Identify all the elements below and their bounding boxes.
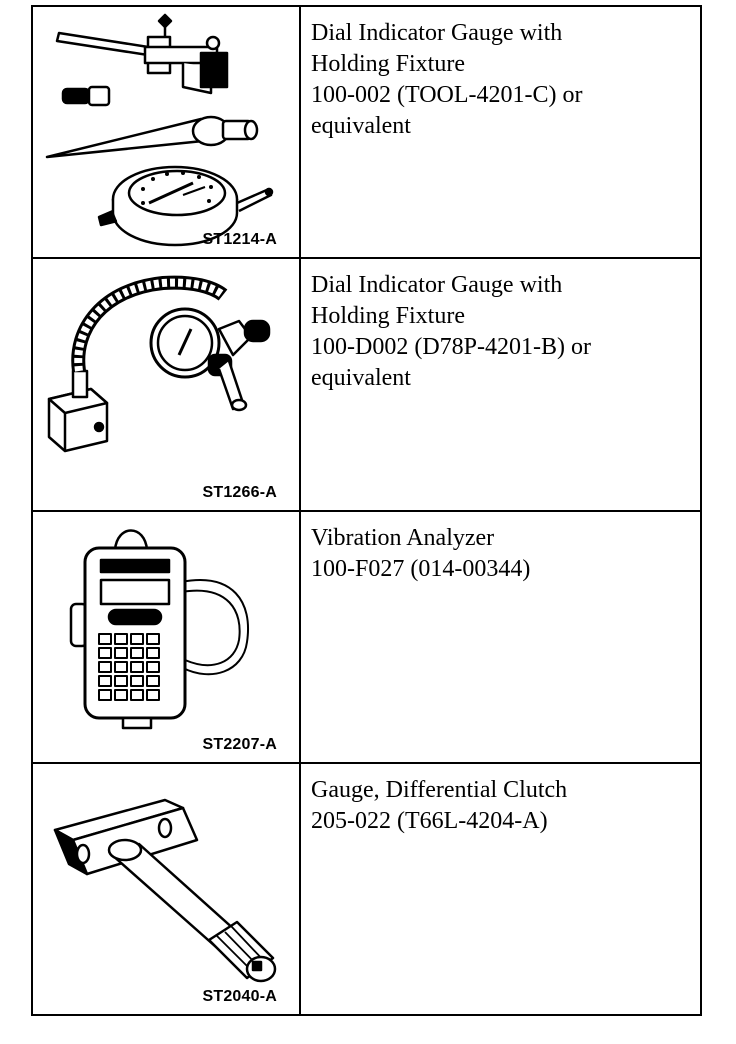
- differential-clutch-gauge-illustration: [53, 798, 277, 982]
- tool-description-cell: Dial Indicator Gauge with Holding Fixtur…: [299, 257, 702, 512]
- tool-description: Vibration Analyzer 100-F027 (014-00344): [301, 512, 700, 585]
- tool-row: ST1266-A Dial Indicator Gauge with Holdi…: [31, 257, 702, 512]
- tool-description-cell: Gauge, Differential Clutch 205-022 (T66L…: [299, 761, 702, 1017]
- tool-name-line: Gauge, Differential Clutch: [311, 776, 568, 803]
- tool-illustration-cell: ST1266-A: [31, 257, 301, 512]
- illustration-code: ST2040-A: [202, 988, 277, 1005]
- tool-number-line: 100-002 (TOOL-4201-C) or: [311, 82, 583, 108]
- dial-indicator-with-magnetic-base-illustration: [47, 275, 271, 453]
- tool-equivalent-line: equivalent: [311, 365, 411, 392]
- tool-description-cell: Vibration Analyzer 100-F027 (014-00344): [299, 509, 702, 764]
- tool-description-cell: Dial Indicator Gauge with Holding Fixtur…: [299, 4, 702, 260]
- tool-row: ST2040-A Gauge, Differential Clutch 205-…: [31, 761, 702, 1017]
- dial-indicator-with-holding-fixture-illustration: [45, 13, 274, 247]
- tool-illustration-cell: ST1214-A: [31, 4, 301, 260]
- tool-equivalent-line: equivalent: [311, 113, 411, 139]
- special-tools-table: ST1214-A Dial Indicator Gauge with Holdi…: [31, 4, 702, 1017]
- tool-row: ST1214-A Dial Indicator Gauge with Holdi…: [31, 4, 702, 260]
- illustration-code: ST1266-A: [202, 483, 277, 501]
- tool-name-line: Holding Fixture: [311, 303, 465, 330]
- tool-name-line: Vibration Analyzer: [311, 524, 495, 551]
- illustration-code: ST1214-A: [202, 231, 277, 249]
- tool-row: ST2207-A Vibration Analyzer 100-F027 (01…: [31, 509, 702, 764]
- tool-number-line: 100-F027 (014-00344): [311, 555, 531, 582]
- tool-description: Dial Indicator Gauge with Holding Fixtur…: [301, 7, 700, 142]
- vibration-analyzer-illustration: [69, 528, 249, 729]
- tool-name-line: Holding Fixture: [311, 51, 465, 77]
- illustration-code: ST2207-A: [202, 735, 277, 753]
- tool-illustration-cell: ST2207-A: [31, 509, 301, 764]
- tool-description: Dial Indicator Gauge with Holding Fixtur…: [301, 259, 700, 394]
- tool-number-line: 205-022 (T66L-4204-A): [311, 807, 548, 834]
- tool-description: Gauge, Differential Clutch 205-022 (T66L…: [301, 764, 700, 837]
- tool-number-line: 100-D002 (D78P-4201-B) or: [311, 334, 591, 361]
- tool-name-line: Dial Indicator Gauge with: [311, 20, 563, 46]
- tool-name-line: Dial Indicator Gauge with: [311, 272, 563, 299]
- tool-illustration-cell: ST2040-A: [31, 761, 301, 1017]
